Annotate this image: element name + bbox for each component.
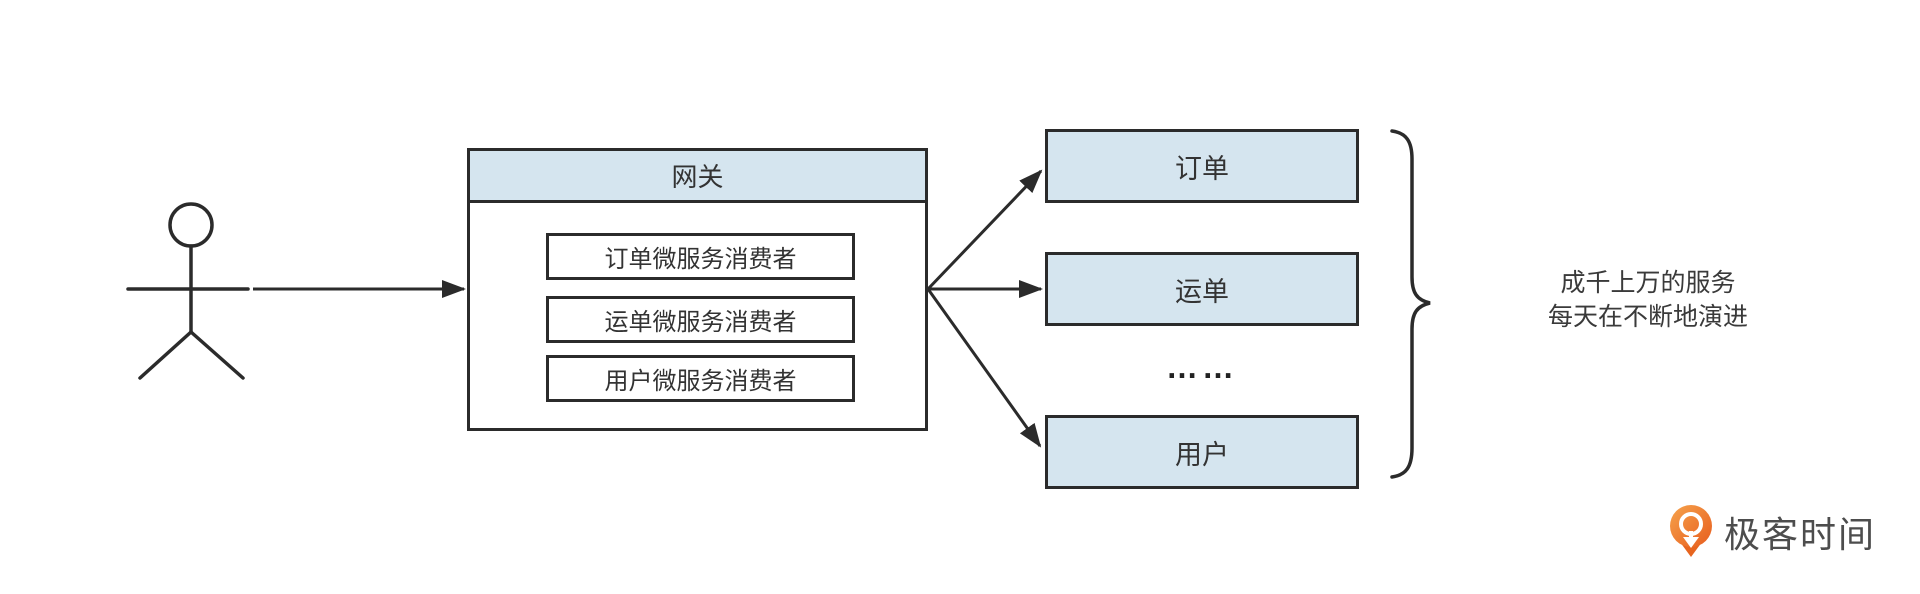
service-box-waybill: 运单 <box>1045 252 1359 326</box>
actor-right-leg <box>189 330 245 380</box>
actor-left-leg <box>138 330 193 380</box>
consumer-box-waybill: 运单微服务消费者 <box>546 296 855 343</box>
consumer-box-order: 订单微服务消费者 <box>546 233 855 280</box>
actor-head <box>168 202 214 248</box>
annotation-line2: 每天在不断地演进 <box>1547 303 1748 331</box>
ellipsis-label: …… <box>1166 349 1238 385</box>
service-box-order: 订单 <box>1045 129 1359 203</box>
geektime-logo: 极客时间 <box>1668 505 1876 558</box>
curly-brace <box>1390 129 1431 479</box>
geektime-logo-icon <box>1670 505 1712 557</box>
gateway-box: 网关 订单微服务消费者 运单微服务消费者 用户微服务消费者 <box>467 148 928 431</box>
actor-icon <box>126 202 250 380</box>
fanout-arrow-user <box>926 288 1042 448</box>
fanout-arrow-order <box>926 169 1043 291</box>
gateway-title: 网关 <box>470 151 925 203</box>
service-box-user: 用户 <box>1045 415 1359 489</box>
consumer-box-user: 用户微服务消费者 <box>546 355 855 402</box>
geektime-logo-text: 极客时间 <box>1724 513 1877 555</box>
annotation-line1: 成千上万的服务 <box>1560 269 1736 297</box>
annotation-text: 成千上万的服务 每天在不断地演进 <box>1468 266 1828 334</box>
